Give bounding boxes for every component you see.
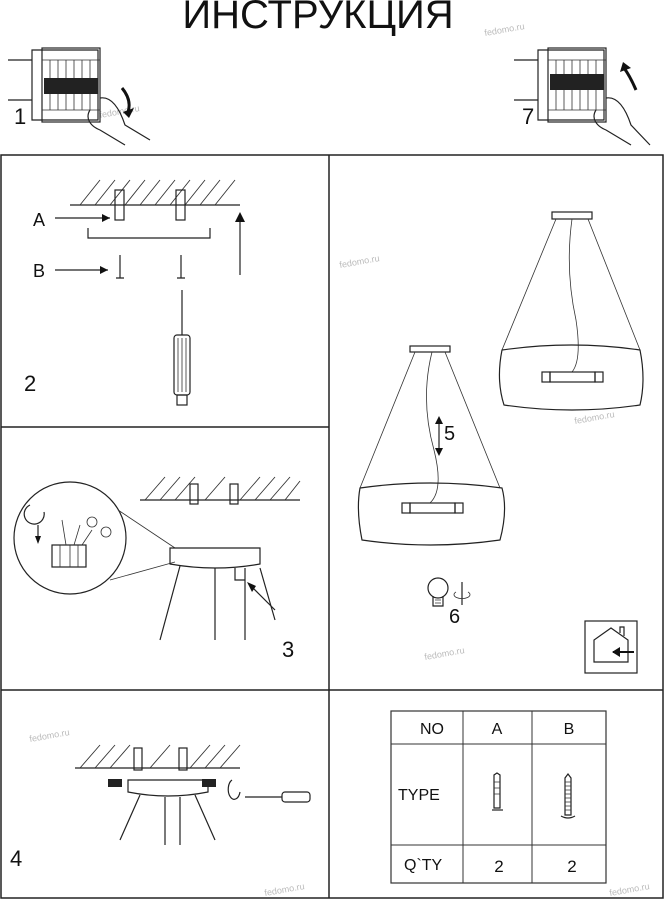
qty-label: Q`TY [404,857,443,874]
watermark: fedomo.ru [264,881,306,898]
step-number-1: 1 [14,104,26,129]
watermark: fedomo.ru [574,409,616,426]
header-a: A [492,721,503,738]
qty-a: 2 [494,857,503,876]
watermark: fedomo.ru [424,645,466,662]
part-label-b: B [33,261,45,281]
watermark: fedomo.ru [339,253,381,270]
header-no: NO [420,721,444,738]
wall-plug-icon [492,772,503,811]
watermark: fedomo.ru [609,881,651,898]
step-2-mounting-bracket: A B 2 [24,179,245,406]
step-number-5: 5 [444,423,455,445]
step-number-3: 3 [282,637,294,662]
breaker-on-illustration: 7 [514,47,651,146]
watermark: fedomo.ru [484,21,526,38]
title: ИНСТРУКЦИЯ [182,0,453,37]
watermark: fedomo.ru [29,727,71,744]
screw-icon [560,773,576,819]
step-3-wiring: 3 [13,476,301,662]
step-number-2: 2 [24,371,36,396]
header-b: B [564,721,575,738]
panel-frame [0,154,664,899]
light-bulb-icon [427,577,449,607]
type-label: TYPE [398,787,440,804]
qty-b: 2 [567,857,576,876]
indoor-use-icon [584,620,638,674]
step-4-fixing-canopy: 4 [10,744,311,871]
step-number-7: 7 [522,104,534,129]
step-5-pendant-lamps: 5 6 [357,211,644,674]
step-number-4: 4 [10,846,22,871]
watermarks: fedomo.ru fedomo.ru fedomo.ru fedomo.ru … [29,21,651,898]
part-label-a: A [33,210,45,230]
parts-table: NO A B TYPE Q`TY 2 2 [390,710,607,884]
step-number-6: 6 [449,606,460,628]
breaker-off-illustration: 1 [8,47,151,146]
